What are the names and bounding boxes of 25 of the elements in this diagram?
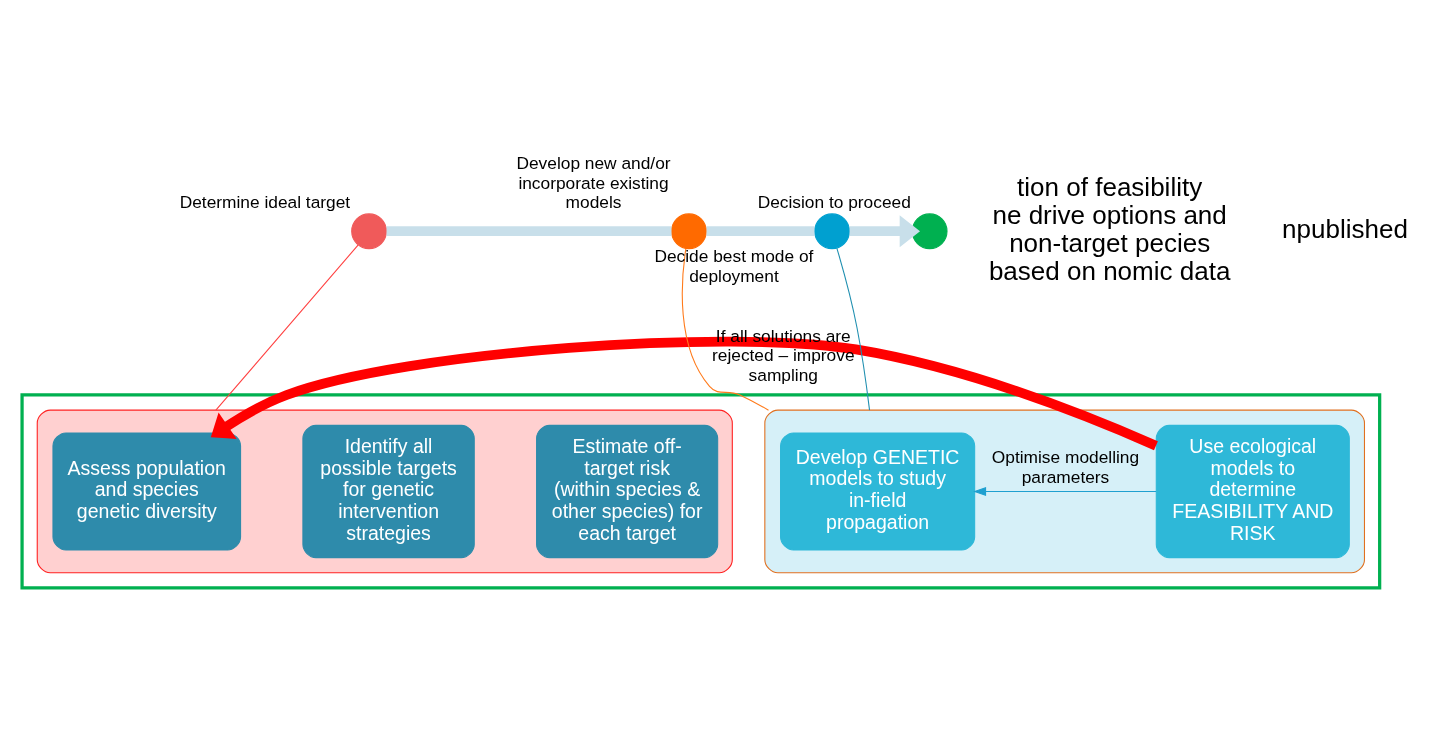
node-label: Develop new and/or incorporate existing models	[516, 153, 671, 213]
node-box: Use ecological models to determine FEASIBILITY AND RISK	[1155, 424, 1350, 559]
cluster	[764, 409, 1365, 574]
node-circle	[814, 213, 850, 250]
cluster	[20, 393, 1382, 590]
node-box: Develop GENETIC models to study in-field propagation	[780, 432, 976, 551]
node-circle	[671, 213, 707, 250]
node-label: Determine ideal target	[179, 192, 351, 213]
node-box: Estimate off-target risk (within species & other species) for each target	[536, 424, 719, 559]
label: npublished	[1282, 213, 1408, 244]
connector	[215, 244, 359, 411]
arrow	[849, 215, 921, 248]
connector	[836, 247, 871, 411]
arrow	[210, 336, 1158, 451]
node-circle	[351, 213, 387, 250]
edge-label: Optimise modelling parameters	[991, 447, 1140, 487]
connector	[681, 248, 770, 411]
node-circle	[911, 213, 948, 250]
label: tion of feasibility ne drive options and non-target pecies based on nomic data	[988, 171, 1231, 287]
connector	[386, 226, 672, 237]
connector	[706, 226, 815, 237]
node-box: Assess population and species genetic diversity	[52, 432, 242, 551]
node-label: Decision to proceed	[757, 192, 911, 213]
arrow	[973, 486, 1157, 497]
node-box: Identify all possible targets for genetic intervention strategies	[302, 424, 475, 559]
